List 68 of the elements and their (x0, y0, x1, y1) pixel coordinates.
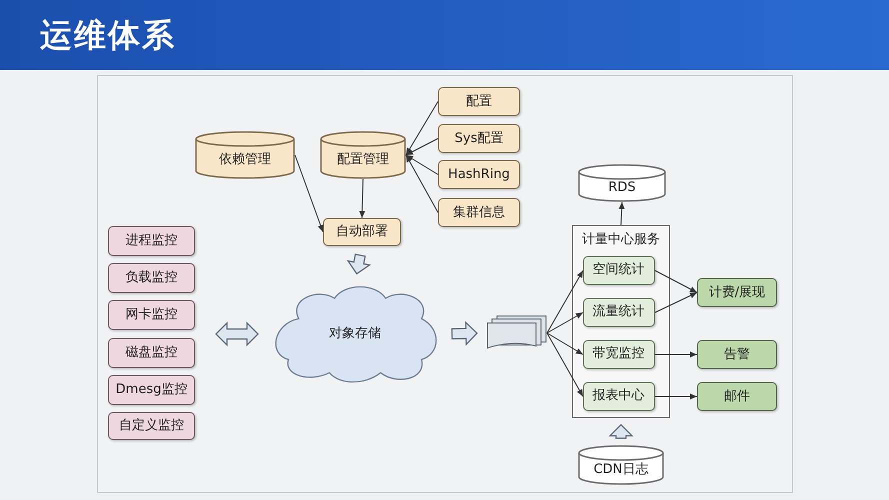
process-box (108, 300, 195, 330)
node-label: 配置管理 (337, 152, 389, 168)
node-label: 进程监控 (126, 233, 178, 249)
process-box (438, 87, 520, 116)
block-arrow (215, 322, 259, 346)
process-box (582, 382, 654, 410)
node-label: HashRing (448, 166, 510, 182)
process-box (438, 198, 520, 227)
arrow (654, 394, 698, 400)
node-label: 自定义监控 (119, 418, 184, 434)
arrow (654, 292, 698, 313)
process-box (108, 263, 195, 293)
node-label: 磁盘监控 (126, 345, 178, 361)
node-label: 告警 (724, 346, 750, 362)
arrow (359, 178, 366, 218)
block-arrow (608, 424, 634, 439)
process-box (108, 412, 195, 440)
arrow (406, 138, 438, 156)
database-cylinder (195, 131, 295, 179)
node-label: RDS (608, 180, 636, 196)
node-label: 报表中心 (592, 388, 644, 404)
process-box (438, 160, 520, 189)
node-label: 流量统计 (592, 304, 644, 320)
process-box (108, 338, 195, 368)
node-label: 自动部署 (336, 224, 388, 240)
service-container (572, 225, 670, 418)
arrow (546, 312, 584, 334)
block-arrow (451, 321, 478, 346)
node-label: 配置 (466, 94, 492, 110)
arrow (406, 101, 438, 156)
node-label: 负载监控 (126, 270, 178, 286)
database-cylinder (578, 445, 664, 485)
node-label: 集群信息 (453, 204, 505, 220)
arrow (546, 270, 584, 334)
arrow (406, 154, 438, 175)
database-cylinder (578, 164, 666, 202)
arrow (618, 202, 625, 226)
process-box (697, 278, 777, 307)
arrow (654, 352, 698, 358)
arrow (546, 332, 584, 355)
node-label: Dmesg监控 (116, 382, 188, 398)
arrow (294, 154, 324, 232)
process-box (697, 340, 777, 369)
process-box (582, 256, 654, 284)
node-label: 带宽监控 (592, 346, 644, 362)
process-box (323, 218, 401, 246)
database-cylinder (320, 131, 406, 179)
container-title: 计量中心服务 (582, 232, 660, 248)
block-arrow (346, 254, 372, 275)
process-box (438, 124, 520, 153)
node-label: 对象存储 (329, 326, 381, 342)
process-box (582, 298, 654, 326)
process-box (108, 375, 195, 405)
node-label: CDN日志 (594, 462, 648, 478)
process-box (697, 382, 777, 411)
node-label: 网卡监控 (126, 307, 178, 323)
process-box (108, 226, 195, 256)
node-label: 空间统计 (592, 262, 644, 278)
node-label: Sys配置 (454, 130, 504, 146)
arrow (546, 332, 584, 397)
node-label: 邮件 (724, 388, 750, 404)
process-box (582, 340, 654, 368)
arrow (406, 154, 438, 213)
node-label: 依赖管理 (219, 152, 271, 168)
slide-title: 运维体系 (40, 15, 176, 56)
arrow (654, 270, 698, 293)
node-label: 计费/展现 (708, 284, 766, 300)
document-stack (487, 316, 547, 350)
